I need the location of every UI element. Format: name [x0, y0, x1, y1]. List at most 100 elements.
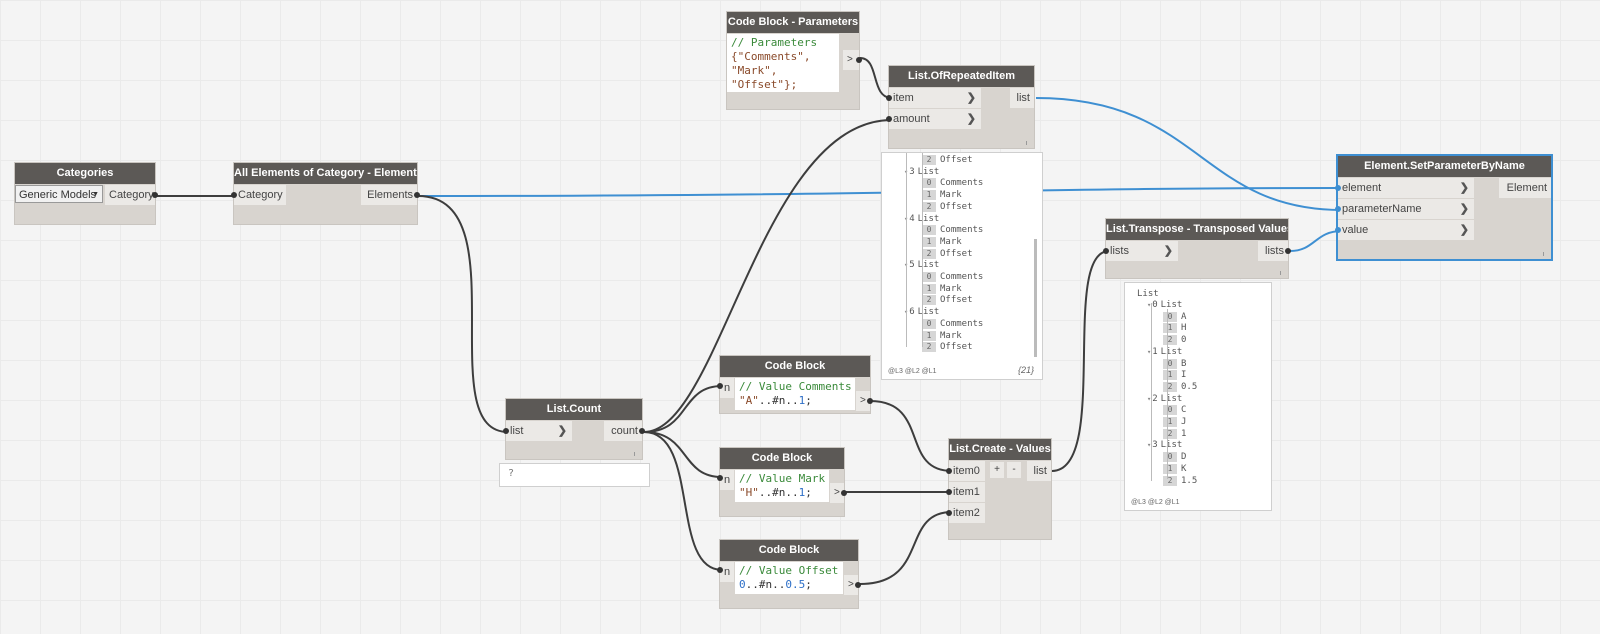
output-port-elements[interactable]: Elements	[361, 185, 417, 205]
preview-scrollbar[interactable]	[1034, 239, 1037, 357]
output-port-list[interactable]: list	[1027, 461, 1051, 481]
code-line: "Offset"};	[731, 78, 798, 91]
node-list-transpose[interactable]: List.Transpose - Transposed Values lists…	[1103, 219, 1291, 278]
item-index: 2	[922, 342, 936, 353]
input-connector[interactable]	[717, 475, 723, 481]
row-text: List	[917, 307, 940, 318]
input-connector[interactable]	[946, 468, 952, 474]
list-levels: @L3 @L2 @L1	[1131, 499, 1180, 506]
input-connector[interactable]	[717, 383, 723, 389]
output-connector[interactable]	[867, 398, 873, 404]
input-connector[interactable]	[946, 489, 952, 495]
input-connector[interactable]	[1335, 206, 1341, 212]
row-text: B	[1181, 358, 1187, 369]
node-list-count[interactable]: List.Count list❯ count	[503, 399, 645, 459]
expand-toggle-icon[interactable]: ▾	[1147, 301, 1152, 309]
output-connector[interactable]	[152, 192, 158, 198]
port-label: parameterName	[1342, 203, 1422, 215]
node-all-elements-of-category[interactable]: All Elements of Category - Elements Cate…	[231, 163, 420, 224]
input-port-parameter-name[interactable]: parameterName❯	[1338, 199, 1474, 219]
resize-grip[interactable]	[1026, 141, 1030, 145]
input-port-item2[interactable]: item2	[949, 503, 985, 523]
input-connector[interactable]	[886, 95, 892, 101]
input-port-item[interactable]: item❯	[889, 88, 981, 108]
output-connector[interactable]	[841, 490, 847, 496]
code-line: {"Comments",	[731, 50, 811, 63]
input-port-item0[interactable]: item0	[949, 461, 985, 481]
input-connector[interactable]	[946, 510, 952, 516]
code-line: // Parameters	[731, 36, 818, 49]
node-code-block-parameters[interactable]: Code Block - Parameters // Parameters{"C…	[727, 12, 862, 109]
input-connector[interactable]	[231, 192, 237, 198]
output-port[interactable]: >	[844, 575, 858, 595]
code-editor[interactable]: // Parameters{"Comments","Mark","Offset"…	[727, 34, 839, 92]
input-port-lists[interactable]: lists❯	[1106, 241, 1178, 261]
category-dropdown[interactable]: Generic Models▼	[15, 185, 103, 203]
output-port-list[interactable]: list	[1010, 88, 1034, 108]
expand-toggle-icon[interactable]: ▾	[1147, 394, 1152, 403]
input-connector[interactable]	[503, 428, 509, 434]
preview-bubble-repeated[interactable]: 2Offset▾3List0Comments1Mark2Offset▾4List…	[881, 152, 1043, 380]
node-code-block-comments[interactable]: Code Block n // Value Comments"A"..#n..1…	[717, 356, 873, 413]
resize-grip[interactable]	[1280, 271, 1284, 275]
row-text: D	[1181, 452, 1187, 463]
output-connector[interactable]	[414, 192, 420, 198]
input-port-category[interactable]: Category	[234, 185, 286, 205]
code-line: // Value Comments	[739, 380, 852, 393]
output-connector[interactable]	[1285, 248, 1291, 254]
output-connector[interactable]	[855, 582, 861, 588]
output-port[interactable]: >	[856, 391, 870, 411]
resize-grip[interactable]	[1543, 252, 1547, 256]
output-port[interactable]: >	[830, 483, 844, 503]
output-port-category[interactable]: Category	[105, 185, 155, 205]
output-port-element[interactable]: Element	[1499, 178, 1551, 198]
node-element-set-parameter-by-name[interactable]: Element.SetParameterByName element❯ para…	[1335, 156, 1551, 259]
node-code-block-mark[interactable]: Code Block n // Value Mark"H"..#n..1; >	[717, 448, 847, 516]
node-list-create-values[interactable]: List.Create - Values item0 item1 item2 +…	[946, 439, 1051, 539]
input-port-n[interactable]: n	[720, 378, 734, 398]
output-connector[interactable]	[856, 57, 862, 63]
preview-bubble-count[interactable]: ?	[499, 463, 650, 487]
output-port-count[interactable]: count	[604, 421, 642, 441]
input-port-value[interactable]: value❯	[1338, 220, 1474, 240]
list-index: 1	[1152, 346, 1158, 357]
node-list-of-repeated-item[interactable]: List.OfRepeatedItem item❯ amount❯ list	[886, 66, 1034, 148]
input-connector[interactable]	[1335, 185, 1341, 191]
node-title: List.OfRepeatedItem	[889, 66, 1034, 87]
node-categories[interactable]: Categories Generic Models▼ Category	[15, 163, 158, 224]
input-connector[interactable]	[1335, 227, 1341, 233]
expand-toggle-icon[interactable]: ▾	[1147, 441, 1152, 450]
output-connector[interactable]	[639, 428, 645, 434]
input-port-n[interactable]: n	[720, 470, 734, 490]
code-editor[interactable]: // Value Comments"A"..#n..1;	[735, 378, 855, 410]
input-port-list[interactable]: list❯	[506, 421, 572, 441]
input-port-element[interactable]: element❯	[1338, 178, 1474, 198]
output-port-lists[interactable]: lists	[1258, 241, 1288, 261]
input-connector[interactable]	[1103, 248, 1109, 254]
port-label: amount	[893, 113, 930, 125]
resize-grip[interactable]	[634, 452, 638, 456]
input-connector[interactable]	[717, 567, 723, 573]
remove-input-button[interactable]: -	[1007, 462, 1021, 478]
chevron-right-icon: ❯	[557, 425, 567, 437]
expand-toggle-icon[interactable]: ▾	[1147, 347, 1152, 356]
input-port-n[interactable]: n	[720, 562, 734, 582]
input-port-amount[interactable]: amount❯	[889, 109, 981, 129]
add-input-button[interactable]: +	[990, 462, 1004, 478]
input-port-item1[interactable]: item1	[949, 482, 985, 502]
wire-create-to-transpose	[1051, 250, 1110, 472]
code-editor[interactable]: // Value Mark"H"..#n..1;	[735, 470, 829, 502]
output-port[interactable]: >	[843, 50, 859, 70]
item-index: 0	[1163, 311, 1177, 322]
input-connector[interactable]	[886, 116, 892, 122]
